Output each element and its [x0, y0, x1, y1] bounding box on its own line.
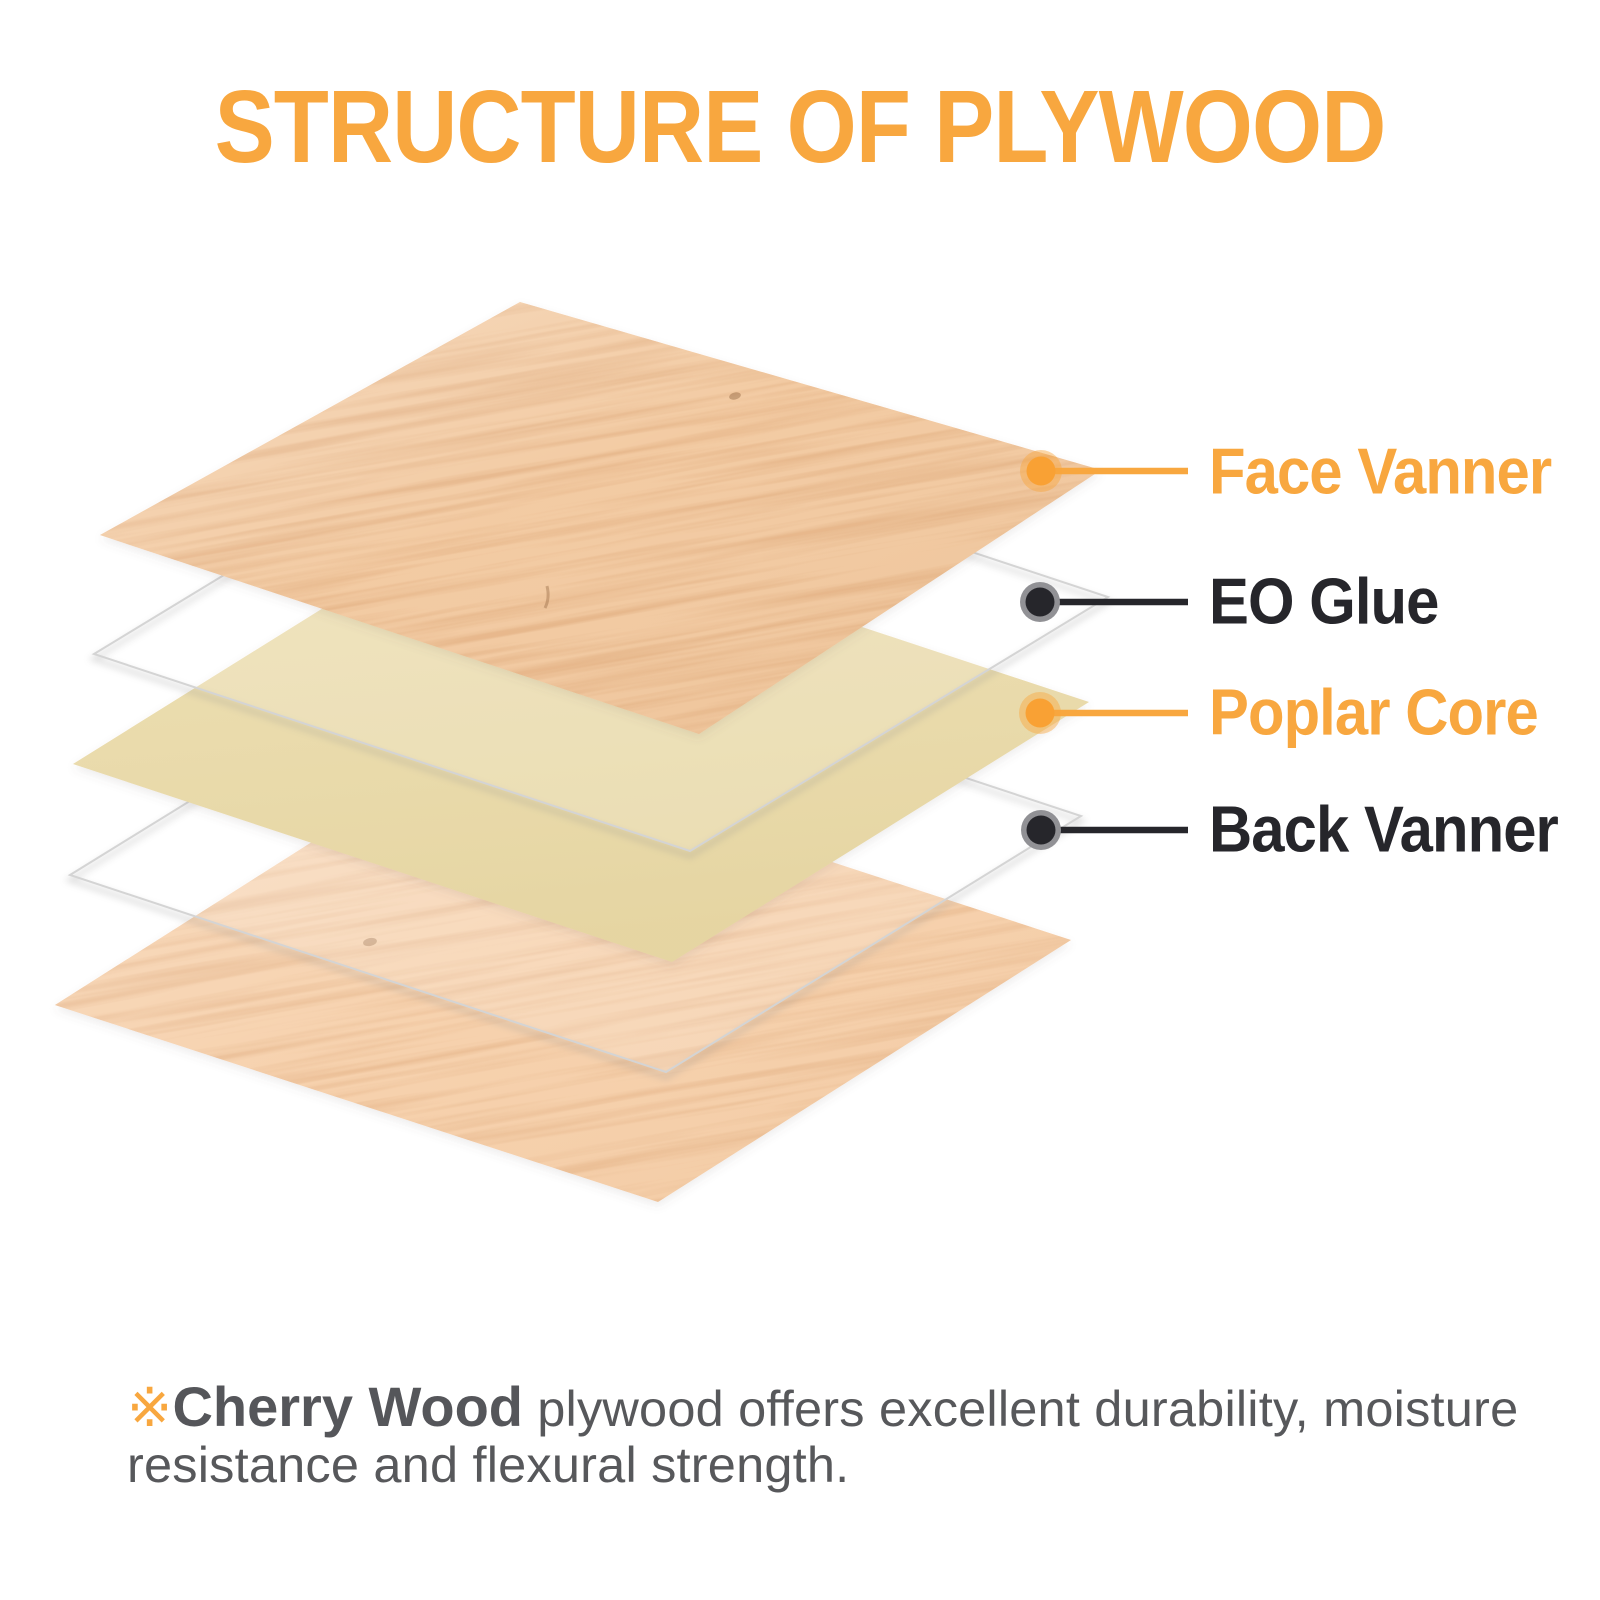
- page-title: STRUCTURE OF PLYWOOD: [214, 69, 1387, 184]
- glue-dot: [1025, 587, 1055, 617]
- callout-poplar-core: [1019, 692, 1188, 734]
- footnote-text: plywood offers excellent durability, moi…: [127, 1380, 1519, 1493]
- label-back-vanner: Back Vanner: [1209, 792, 1559, 866]
- callout-back-veneer: [1021, 810, 1188, 850]
- label-eo-glue: EO Glue: [1209, 564, 1439, 638]
- label-poplar-core: Poplar Core: [1209, 675, 1539, 749]
- label-face-vanner: Face Vanner: [1209, 434, 1552, 508]
- footnote-highlight: Cherry Wood: [172, 1375, 523, 1438]
- footnote-marker-icon: ※: [127, 1376, 173, 1439]
- callout-face-veneer: [1020, 450, 1188, 492]
- back-veneer-dot: [1026, 815, 1056, 845]
- callout-glue: [1020, 582, 1188, 622]
- face-veneer-dot: [1026, 456, 1056, 486]
- footnote: ※Cherry Wood plywood offers excellent du…: [127, 1379, 1577, 1493]
- poplar-core-dot: [1025, 698, 1055, 728]
